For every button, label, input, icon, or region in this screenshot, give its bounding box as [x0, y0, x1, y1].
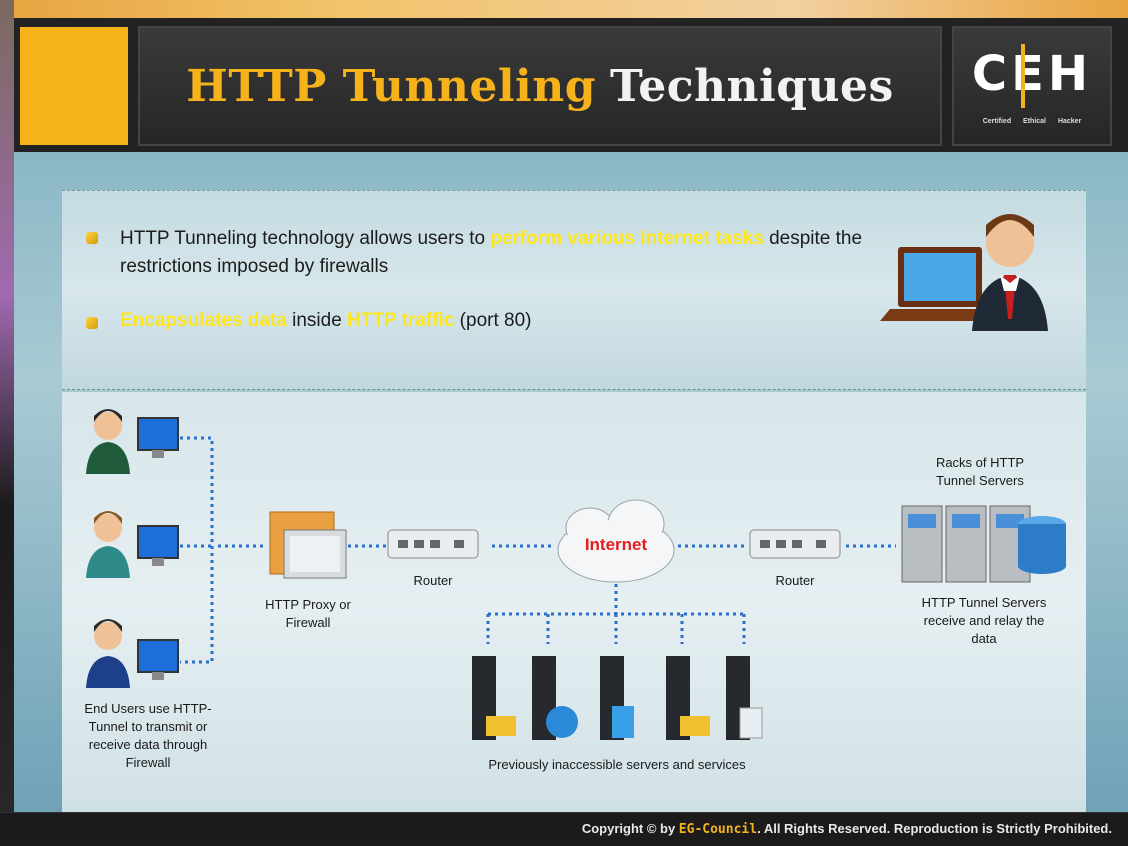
top-edge: [0, 0, 1128, 18]
copyright-post: . All Rights Reserved. Reproduction is S…: [757, 821, 1112, 836]
copyright-brand: EG-Council: [678, 822, 758, 837]
diagram-panel: End Users use HTTP-Tunnel to transmit or…: [62, 392, 1086, 812]
bullet-1: HTTP Tunneling technology allows users t…: [120, 225, 880, 281]
end-user-icon-3: [86, 619, 179, 688]
service-servers-icon: [472, 656, 763, 740]
bullet-icon: [86, 317, 98, 329]
end-user-icon-1: [86, 409, 179, 474]
logo-subtitle: Certified Ethical Hacker: [982, 118, 1082, 125]
bullet-icon: [86, 232, 98, 244]
ceh-logo: CEH Certified Ethical Hacker: [952, 26, 1112, 146]
router-right-label: Router: [775, 573, 815, 588]
logo-text: CEH: [971, 46, 1093, 102]
diagram-graphics: [86, 409, 1066, 740]
end-users-label: End Users use HTTP-Tunnel to transmit or…: [84, 701, 212, 770]
page-title: HTTP Tunneling Techniques: [140, 28, 940, 144]
internet-label: Internet: [584, 535, 648, 554]
bullet-1-highlight: perform various Internet tasks: [490, 228, 764, 249]
inaccessible-label: Previously inaccessible servers and serv…: [488, 757, 746, 772]
router-left-icon: [387, 529, 479, 559]
title-part2: Techniques: [610, 60, 894, 112]
racks-label: Racks of HTTP Tunnel Servers: [935, 455, 1025, 488]
laptop-user-icon: [880, 214, 1048, 331]
bullet-panel: HTTP Tunneling technology allows users t…: [62, 190, 1086, 390]
copyright-pre: Copyright © by: [581, 821, 679, 836]
proxy-label: HTTP Proxy or Firewall: [265, 597, 351, 630]
title-accent: [20, 27, 128, 145]
bullet-2: Encapsulates data inside HTTP traffic (p…: [120, 307, 880, 335]
footer: Copyright © by EG-Council. All Rights Re…: [0, 812, 1128, 846]
left-stripe: [0, 0, 14, 846]
bullet-1-pre: HTTP Tunneling technology allows users t…: [120, 228, 491, 249]
bullet-1-post: despite the restrictions imposed by fire…: [120, 228, 863, 277]
server-racks-icon: [901, 505, 1066, 583]
bullet-2-mid: inside: [286, 310, 348, 331]
logo-divider: [1021, 44, 1025, 108]
tunnel-servers-label: HTTP Tunnel Servers receive and relay th…: [921, 595, 1047, 646]
copyright-text: Copyright © by EG-Council. All Rights Re…: [582, 821, 1112, 837]
end-user-icon-2: [86, 511, 179, 578]
internet-cloud-icon: [557, 499, 675, 583]
bullet-2-highlight2: HTTP traffic: [347, 310, 455, 331]
title-box: HTTP Tunneling Techniques: [138, 26, 942, 146]
router-left-label: Router: [413, 573, 453, 588]
bullet-2-highlight1: Encapsulates data: [120, 310, 287, 331]
firewall-icon: [269, 511, 347, 579]
router-right-icon: [749, 529, 841, 559]
title-part1: HTTP Tunneling: [186, 60, 597, 112]
bullet-2-post: (port 80): [454, 310, 532, 331]
